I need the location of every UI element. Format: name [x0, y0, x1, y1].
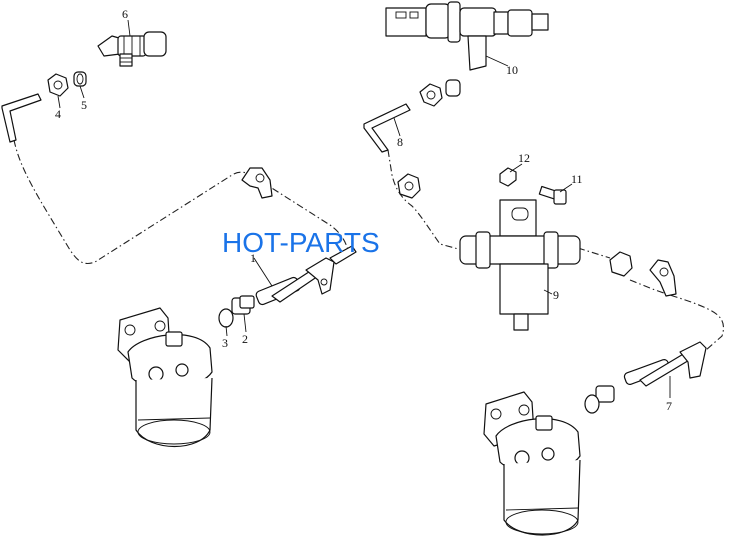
callout-4: 4 — [55, 107, 61, 121]
left-pipe-end — [1, 93, 42, 143]
right-adapter — [584, 385, 615, 414]
right-upper-nut — [419, 83, 443, 107]
part-8-bent-pipe — [363, 103, 411, 153]
part-5-washer — [73, 71, 87, 87]
left-clamp-top — [241, 167, 273, 199]
part-3-washer — [218, 308, 234, 328]
right-lower-nut — [609, 251, 633, 277]
callout-9: 9 — [553, 288, 559, 302]
part-4-nut — [47, 73, 69, 97]
leader-10 — [485, 55, 509, 67]
part-10-heater-plug — [385, 1, 549, 71]
leader-8 — [393, 117, 401, 137]
leader-12 — [509, 163, 523, 173]
part-1-pipe-fitting — [255, 245, 357, 306]
leader-1 — [253, 257, 273, 287]
leader-11 — [559, 183, 573, 193]
callout-6: 6 — [122, 7, 128, 21]
fuel-filter-left — [117, 307, 213, 447]
right-mid-nut — [397, 173, 421, 199]
fuel-filter-right — [483, 391, 581, 536]
callout-8: 8 — [397, 135, 403, 149]
leader-3 — [225, 325, 228, 337]
pipe-right-lower — [577, 247, 725, 351]
callout-2: 2 — [242, 332, 248, 346]
leader-5 — [79, 85, 85, 99]
part-9-valve — [459, 199, 581, 331]
part-11-bolt — [538, 185, 567, 205]
right-upper-washer — [445, 79, 461, 97]
leader-6 — [127, 19, 131, 37]
callout-10: 10 — [506, 63, 518, 77]
watermark-text: HOT-PARTS — [222, 227, 380, 258]
pipe-left-loop — [13, 139, 349, 265]
callout-1: 1 — [250, 251, 256, 265]
leader-9 — [543, 289, 553, 295]
part-12-nut — [499, 167, 517, 187]
right-clamp — [649, 259, 677, 297]
part-6-sensor-switch — [97, 31, 167, 67]
part-2-adapter — [231, 295, 255, 315]
leader-4 — [57, 95, 61, 109]
callout-3: 3 — [222, 336, 228, 350]
callout-5: 5 — [81, 98, 87, 112]
callout-7: 7 — [666, 399, 672, 413]
leader-2 — [243, 313, 247, 333]
callout-12: 12 — [518, 151, 530, 165]
callout-11: 11 — [571, 172, 583, 186]
pipe-right-upper — [387, 149, 463, 251]
part-7-pipe-fitting — [623, 341, 707, 387]
